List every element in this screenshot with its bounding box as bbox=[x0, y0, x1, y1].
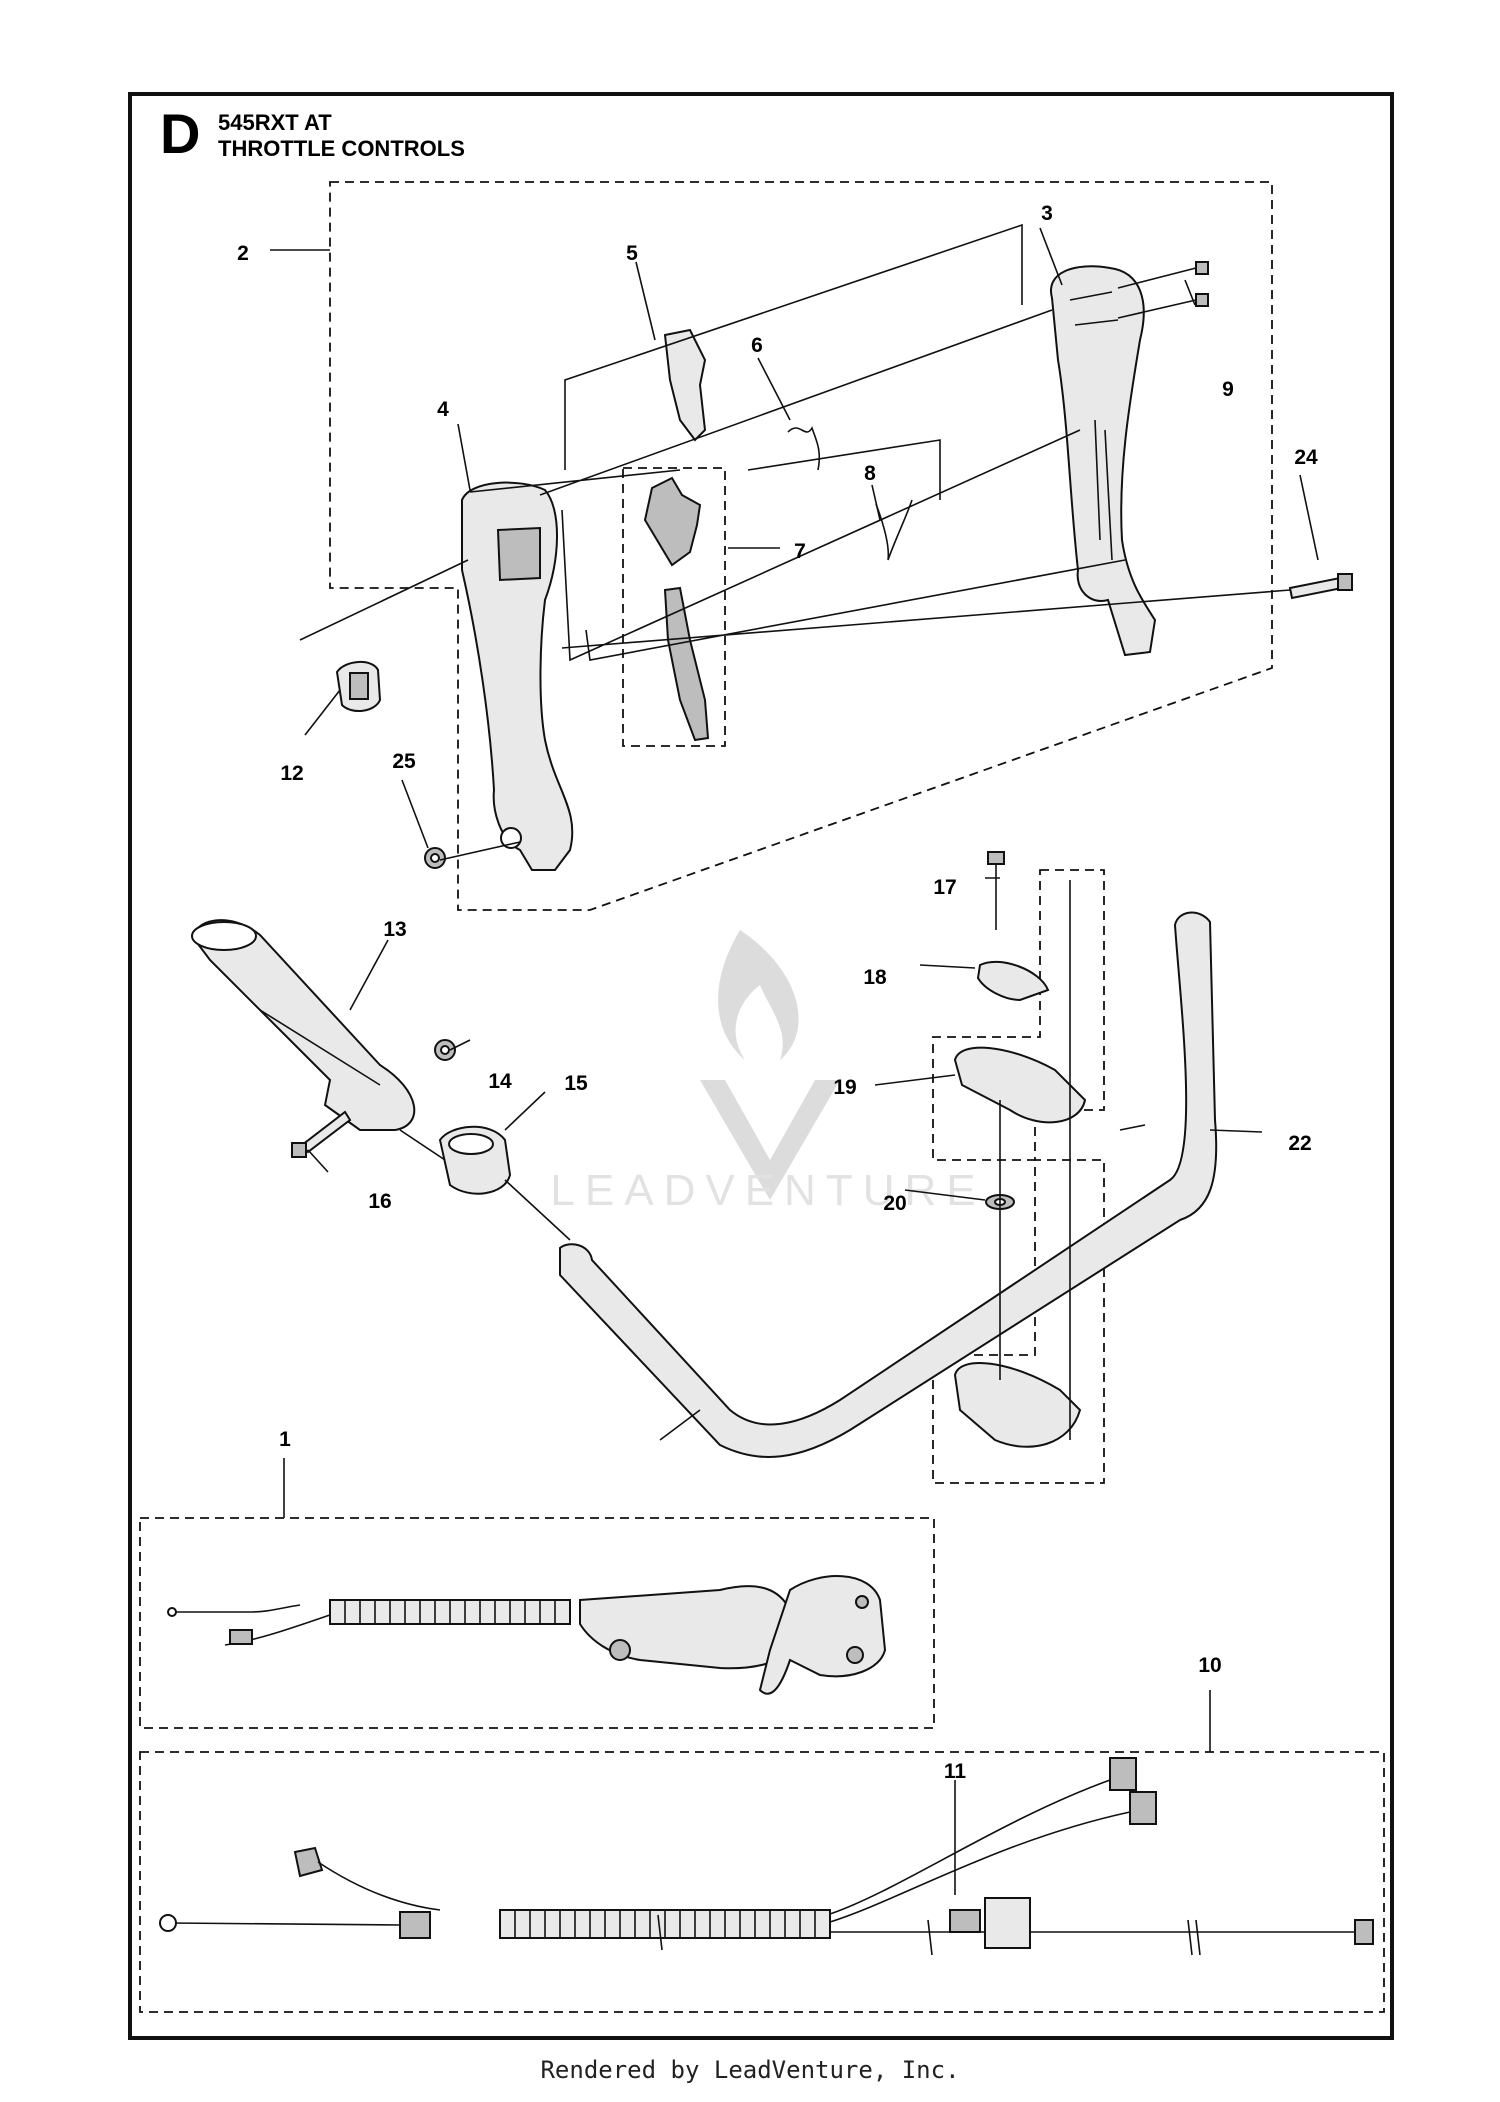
throttle-handle-assembly bbox=[167, 1575, 887, 1695]
screw-16 bbox=[300, 1110, 352, 1154]
callout-14: 14 bbox=[488, 1070, 512, 1093]
callout-25: 25 bbox=[392, 750, 416, 773]
nut-14 bbox=[434, 1039, 456, 1061]
cable-assembly bbox=[159, 1757, 1374, 1956]
callout-4: 4 bbox=[437, 398, 449, 421]
grip-13 bbox=[193, 919, 416, 1131]
callout-6: 6 bbox=[751, 334, 763, 357]
callout-17: 17 bbox=[933, 876, 956, 899]
callout-13: 13 bbox=[383, 918, 406, 941]
callout-10: 10 bbox=[1198, 1654, 1221, 1677]
callout-9: 9 bbox=[1222, 378, 1234, 401]
screw-24 bbox=[1288, 573, 1353, 600]
callout-3: 3 bbox=[1041, 202, 1053, 225]
callout-2: 2 bbox=[237, 242, 249, 265]
clamp-19 bbox=[953, 1046, 1087, 1124]
callout-16: 16 bbox=[368, 1190, 391, 1213]
group-box-1 bbox=[139, 1517, 935, 1729]
model-name: 545RXT AT bbox=[218, 110, 332, 135]
callout-19: 19 bbox=[833, 1076, 856, 1099]
callout-11: 11 bbox=[944, 1760, 967, 1783]
footer-credit: Rendered by LeadVenture, Inc. bbox=[540, 2056, 960, 2084]
throttle-trigger bbox=[663, 586, 710, 742]
clamp-base bbox=[953, 1362, 1082, 1448]
watermark-logo bbox=[700, 930, 840, 1200]
nut-25 bbox=[424, 847, 446, 869]
watermark-text: LEADVENTURE bbox=[550, 1166, 985, 1215]
callout-5: 5 bbox=[626, 242, 638, 265]
callout-8: 8 bbox=[864, 462, 876, 485]
clamp-18 bbox=[976, 960, 1050, 1002]
handle-housing-right bbox=[1049, 265, 1157, 657]
section-letter: D bbox=[160, 102, 201, 165]
callout-1: 1 bbox=[279, 1428, 291, 1451]
group-box-7 bbox=[622, 467, 726, 747]
group-box-10 bbox=[139, 1751, 1385, 2013]
callout-12: 12 bbox=[280, 762, 303, 785]
callout-22: 22 bbox=[1288, 1132, 1311, 1155]
lockout-lever bbox=[663, 328, 707, 442]
spring-8 bbox=[875, 499, 913, 561]
callout-24: 24 bbox=[1294, 446, 1318, 469]
callout-7: 7 bbox=[794, 540, 806, 563]
section-title: THROTTLE CONTROLS bbox=[218, 136, 465, 161]
callout-18: 18 bbox=[863, 966, 887, 989]
handle-housing-left bbox=[461, 481, 574, 871]
callout-15: 15 bbox=[564, 1072, 588, 1095]
group-box-2 bbox=[329, 181, 1273, 911]
bolt-17 bbox=[987, 851, 1005, 930]
diagram-frame bbox=[128, 92, 1394, 2040]
screws-9 bbox=[1117, 261, 1209, 319]
loop-handle-22 bbox=[559, 911, 1218, 1458]
throttle-trigger-top bbox=[643, 476, 702, 567]
spring-6 bbox=[787, 426, 821, 471]
callout-20: 20 bbox=[883, 1192, 906, 1215]
